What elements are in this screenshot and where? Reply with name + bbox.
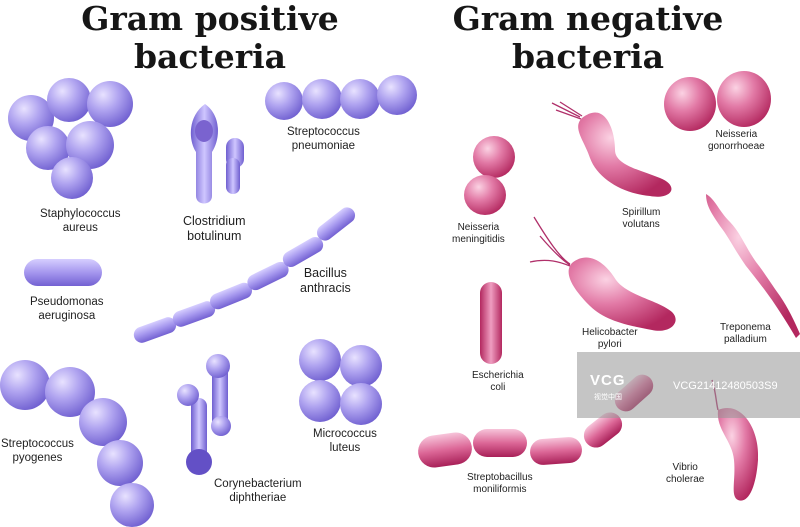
label-line: Helicobacter [582,327,638,338]
label-line: Staphylococcus [40,208,121,220]
label-line: cholerae [666,474,705,485]
label-line: meningitidis [452,234,505,245]
neisseria-gonorrhoeae-cells [664,71,771,131]
label-line: pylori [597,339,622,350]
label-line: volutans [622,219,660,230]
treponema-palladium-cell [706,194,800,338]
label-pseudomonas-aeruginosa: Pseudomonas aeruginosa [30,295,104,323]
neisseria-meningitidis-cells [464,136,515,215]
gram-positive-title: Gram positive bacteria [60,0,360,76]
label-line: Escherichia [472,370,524,381]
label-line: Streptococcus [1,438,74,450]
label-line: Bacillus [303,266,347,280]
label-vibrio-cholerae: Vibrio cholerae [666,462,704,486]
gram-negative-title-line1: Gram negative [452,0,724,38]
gram-positive-title-line1: Gram positive [81,0,339,38]
label-line: Clostridium [183,214,246,228]
label-line: coli [490,382,506,393]
streptococcus-pneumoniae-cells [265,75,417,120]
label-line: Streptococcus [287,126,360,138]
label-streptobacillus-moniliformis: Streptobacillus moniliformis [467,472,533,496]
helicobacter-pylori-cell [529,216,676,331]
clostridium-botulinum-cells [190,104,244,204]
label-clostridium-botulinum: Clostridium botulinum [183,214,246,244]
label-line: botulinum [187,229,242,243]
streptococcus-pyogenes-cells [0,360,154,527]
label-corynebacterium-diphtheriae: Corynebacterium diphtheriae [214,477,302,505]
label-line: Streptobacillus [467,472,533,483]
label-spirillum-volutans: Spirillum volutans [622,207,660,231]
label-micrococcus-luteus: Micrococcus luteus [313,427,377,455]
watermark-logo: VCG [590,372,626,389]
pseudomonas-aeruginosa-cell [24,259,102,286]
label-line: diphtheriae [229,492,287,504]
label-bacillus-anthracis: Bacillus anthracis [300,266,351,296]
watermark-id: VCG21412480503S9 [673,380,778,392]
spirillum-volutans-cell [551,101,672,197]
label-streptococcus-pyogenes: Streptococcus pyogenes [1,437,74,465]
gram-positive-title-line2: bacteria [133,37,287,76]
bacillus-anthracis-cells [133,207,356,343]
label-line: aureus [62,222,98,234]
label-neisseria-meningitidis: Neisseria meningitidis [452,222,505,246]
label-line: aeruginosa [38,310,96,322]
watermark-band [577,352,800,418]
label-treponema-palladium: Treponema palladium [720,322,771,346]
gram-negative-title: Gram negative bacteria [438,0,738,76]
label-line: Vibrio [672,462,698,473]
label-streptococcus-pneumoniae: Streptococcus pneumoniae [287,125,360,153]
label-line: Neisseria [457,222,500,233]
label-line: gonorrhoeae [708,141,765,152]
label-escherichia-coli: Escherichia coli [472,370,524,394]
label-line: moniliformis [473,484,527,495]
label-line: Spirillum [622,207,661,218]
label-line: anthracis [300,281,351,295]
label-neisseria-gonorrhoeae: Neisseria gonorrhoeae [708,129,765,153]
corynebacterium-diphtheriae-cells [177,354,231,475]
label-line: Treponema [720,322,771,333]
label-line: Micrococcus [313,428,377,440]
label-line: Corynebacterium [214,478,302,490]
label-line: Neisseria [715,129,758,140]
escherichia-coli-cell [480,282,502,364]
label-line: Pseudomonas [30,296,104,308]
staphylococcus-aureus-cells [8,78,133,199]
watermark-logo-sub: 视觉中国 [594,394,622,401]
label-line: palladium [723,334,767,345]
label-helicobacter-pylori: Helicobacter pylori [582,327,638,351]
label-line: luteus [329,442,361,454]
label-line: pneumoniae [291,140,356,152]
label-line: pyogenes [12,452,63,464]
gram-negative-title-line2: bacteria [511,37,665,76]
micrococcus-luteus-cells [299,339,382,425]
label-staphylococcus-aureus: Staphylococcus aureus [40,207,121,235]
